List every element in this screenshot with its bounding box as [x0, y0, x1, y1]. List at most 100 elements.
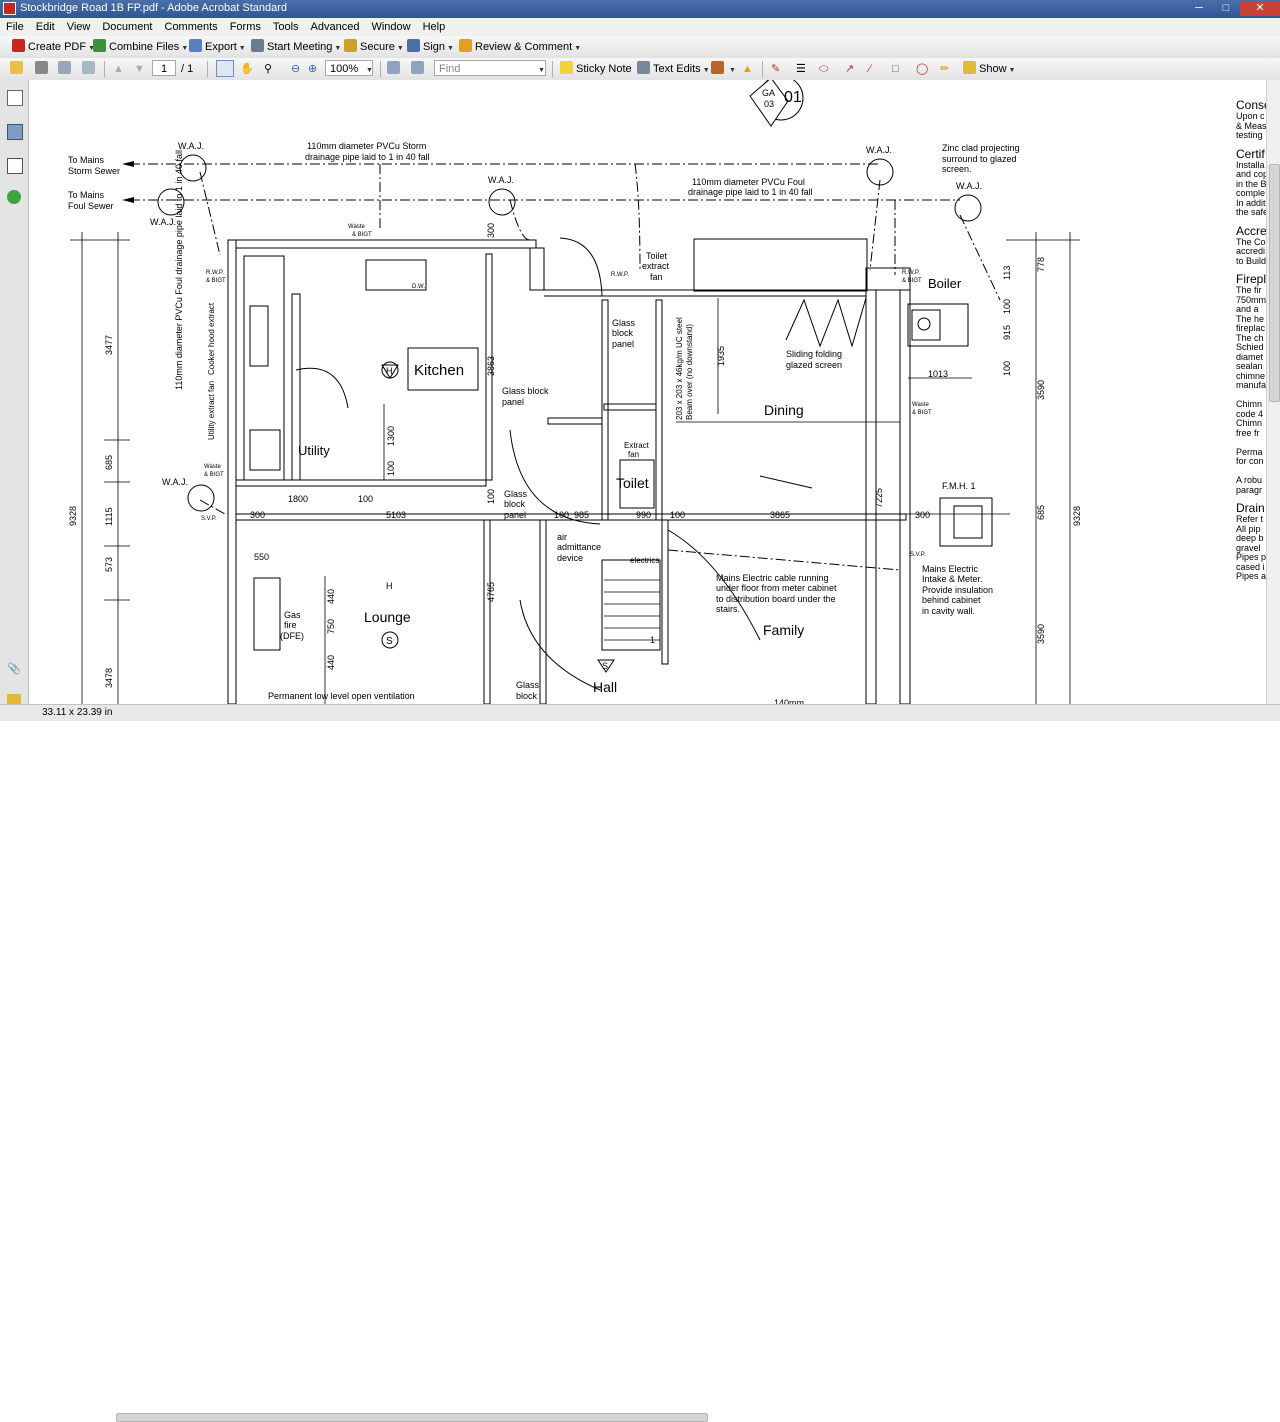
text-edits-button[interactable]: Text Edits▼: [637, 61, 710, 77]
attachments-icon[interactable]: 📎: [7, 663, 21, 675]
menu-bar: File Edit View Document Comments Forms Tools Ad…: [0, 18, 1280, 36]
lock-icon: [344, 39, 357, 52]
find-dropdown-icon[interactable]: ▼: [538, 67, 545, 74]
previous-page-icon[interactable]: ▲: [113, 63, 124, 75]
sign-button[interactable]: Sign▼: [407, 39, 454, 55]
pencil-icon[interactable]: ✏: [940, 63, 950, 75]
text-box-icon[interactable]: ☰: [796, 63, 806, 75]
notes-line: All pip: [1236, 523, 1261, 534]
signatures-icon[interactable]: [7, 158, 23, 174]
line-icon[interactable]: ∕: [869, 63, 871, 75]
find-input[interactable]: Find: [434, 60, 546, 76]
notes-line: for con: [1236, 456, 1264, 466]
highlight-icon[interactable]: ▲: [742, 63, 753, 75]
pages-icon[interactable]: [7, 90, 23, 106]
page-number-input[interactable]: 1: [152, 60, 176, 76]
menu-document[interactable]: Document: [102, 21, 153, 33]
menu-edit[interactable]: Edit: [35, 21, 55, 33]
select-tool-icon[interactable]: [216, 60, 234, 77]
start-meeting-button[interactable]: Start Meeting▼: [251, 39, 341, 55]
dim-300-top: 300: [486, 223, 496, 238]
rectangle-icon[interactable]: □: [892, 63, 899, 75]
dim-685-right: 685: [1036, 505, 1046, 520]
horizontal-scrollbar[interactable]: [116, 1413, 1266, 1422]
email-icon[interactable]: [82, 61, 98, 77]
bookmarks-icon[interactable]: [7, 124, 23, 140]
menu-file[interactable]: File: [6, 21, 24, 33]
show-icon: [963, 61, 976, 74]
zoom-dropdown-icon[interactable]: ▼: [366, 67, 373, 74]
maximize-button[interactable]: □: [1222, 2, 1230, 14]
dim-440-a: 440: [326, 589, 336, 604]
waj-label-4: W.A.J.: [866, 145, 892, 155]
hand-tool-icon[interactable]: ✋: [240, 63, 254, 75]
menu-help[interactable]: Help: [422, 21, 446, 33]
combine-files-button[interactable]: Combine Files▼: [93, 39, 188, 55]
dim-685: 685: [104, 455, 114, 470]
zoom-out-icon[interactable]: ⊖: [291, 63, 301, 75]
notes-line: and cop: [1236, 169, 1266, 179]
dim-3478: 3478: [104, 668, 114, 688]
specification-notes: ConseUpon c& MeastestingCertifInstallaan…: [1236, 92, 1266, 582]
room-dining: Dining: [764, 402, 804, 418]
open-folder-icon[interactable]: [10, 61, 26, 77]
external-wall-top-kitchen: [235, 239, 537, 249]
menu-window[interactable]: Window: [371, 21, 411, 33]
notes-line: code 4: [1236, 408, 1264, 419]
chevron-down-icon: ▼: [1008, 67, 1016, 74]
marquee-zoom-icon[interactable]: ⚲: [264, 63, 273, 75]
sticky-note-button[interactable]: Sticky Note: [560, 61, 632, 77]
stamp-icon[interactable]: ▼: [711, 61, 736, 77]
cooker-hood-label: Cooker hood extract: [207, 302, 216, 375]
vertical-scrollbar[interactable]: [1266, 80, 1280, 704]
menu-advanced[interactable]: Advanced: [310, 21, 360, 33]
create-pdf-label: Create PDF: [28, 41, 87, 53]
fit-page-icon[interactable]: [411, 61, 427, 77]
zoom-in-icon[interactable]: ⊕: [308, 63, 318, 75]
menu-comments[interactable]: Comments: [164, 21, 218, 33]
arrow-icon[interactable]: ↗: [845, 63, 855, 75]
secure-label: Secure: [360, 41, 395, 53]
notes-line: free fr: [1236, 427, 1260, 438]
menu-forms[interactable]: Forms: [229, 21, 261, 33]
mains-intake-1: Mains Electric: [922, 564, 979, 574]
gas-fire-2: fire: [284, 620, 297, 630]
menu-tools[interactable]: Tools: [272, 21, 299, 33]
notes-line: to Build: [1236, 255, 1266, 266]
notes-line: Installa: [1236, 159, 1265, 170]
secure-button[interactable]: Secure▼: [344, 39, 404, 55]
close-button[interactable]: ✕: [1240, 1, 1280, 16]
chevron-down-icon: ▼: [702, 67, 710, 74]
dim-100-g: 100: [1002, 361, 1012, 376]
notes-line: testing: [1236, 130, 1263, 140]
oval-icon[interactable]: ◯: [916, 63, 929, 75]
vertical-scroll-thumb[interactable]: [1269, 164, 1280, 402]
print-icon[interactable]: [35, 61, 51, 77]
mains-cable-2: under floor from meter cabinet: [716, 583, 837, 593]
notes-line: comple: [1236, 188, 1266, 198]
dim-750: 750: [326, 619, 336, 634]
review-comment-button[interactable]: Review & Comment▼: [459, 39, 581, 55]
waj-label-5: W.A.J.: [956, 181, 982, 191]
export-button[interactable]: Export▼: [189, 39, 246, 55]
notes-line: The fir: [1236, 285, 1262, 295]
callout-icon[interactable]: ✎: [771, 63, 781, 75]
waste-label-1: Waste: [348, 224, 365, 230]
dim-3477: 3477: [104, 335, 114, 355]
scrolling-mode-icon[interactable]: [387, 61, 403, 77]
chevron-down-icon: ▼: [88, 45, 96, 52]
vent-note-1: Permanent low level open ventilation: [268, 691, 415, 701]
zoom-input[interactable]: 100%: [325, 60, 373, 76]
next-page-icon[interactable]: ▼: [134, 63, 145, 75]
notes-line: Perma: [1236, 446, 1263, 457]
acrobat-app-icon: [3, 2, 16, 15]
menu-view[interactable]: View: [66, 21, 91, 33]
cloud-icon[interactable]: ⬭: [819, 63, 829, 75]
notes-heading: Firepl: [1236, 272, 1266, 286]
horizontal-scroll-thumb[interactable]: [116, 1413, 708, 1422]
save-icon[interactable]: [58, 61, 74, 77]
help-icon[interactable]: [7, 190, 21, 204]
create-pdf-button[interactable]: Create PDF▼: [12, 39, 95, 55]
minimize-button[interactable]: ─: [1195, 2, 1203, 14]
show-button[interactable]: Show▼: [963, 61, 1015, 77]
